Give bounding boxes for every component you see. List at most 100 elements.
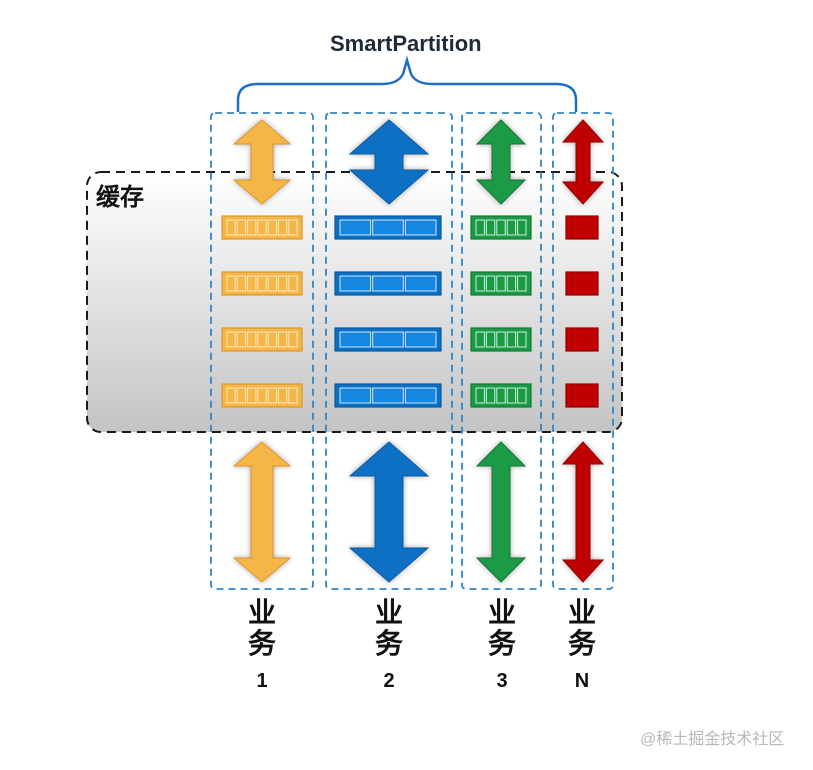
partition-2-cache-slot [339,331,372,348]
partition-1-lower-arrow [232,441,292,583]
partition-2-lower-arrow [348,441,430,583]
partition-1-cache-slot [257,219,267,236]
partition-3-cache-row [470,383,532,408]
partition-1-cache-slot [247,275,257,292]
partition-3-cache-slot [496,387,506,404]
partition-1-cache-slot [257,331,267,348]
partition-2-cache-row [334,215,442,240]
service-number-2: 2 [383,670,395,692]
partition-2-cache-slot [372,387,404,404]
partition-1-cache-slot [257,387,267,404]
service-number-1: 1 [256,670,268,692]
partition-3-cache-slot [506,331,517,348]
service-label-1: 业 务 [244,597,280,660]
watermark: @稀土掘金技术社区 [640,731,785,748]
partition-1-cache-slot [236,387,247,404]
partition-3-cache-slot [517,275,527,292]
partition-2-cache-slot [339,275,372,292]
partition-3-cache-row [470,215,532,240]
partition-2-cache-row [334,271,442,296]
partition-n-cache-block [565,327,599,352]
partition-1-cache-slot [226,387,236,404]
partition-n-cache-block [565,383,599,408]
service-label-char-2: 务 [487,628,516,660]
partition-n-cache-block [565,271,599,296]
partition-1-cache-slot [288,219,298,236]
partition-1-cache-slot [288,387,298,404]
partition-3-cache-slot [485,387,496,404]
partition-3-cache-slot [475,275,485,292]
partition-n-cache-row [565,383,599,408]
partition-2-cache-slot [339,387,372,404]
partition-1-cache-slot [236,275,247,292]
partition-3-cache-slot [485,331,496,348]
partition-column-n [552,112,614,590]
partition-3-cache-slot [506,275,517,292]
partition-1-upper-arrow [232,119,292,205]
partition-1-cache-slot [247,219,257,236]
partition-2-cache-slot [404,331,437,348]
service-label-char-2: 务 [247,628,276,660]
partition-3-cache-row [470,327,532,352]
partition-1-cache-slot [277,331,288,348]
partition-n-cache-row [565,271,599,296]
partition-3-cache-slot [517,387,527,404]
partition-3-cache-row [470,271,532,296]
service-label-char-2: 务 [374,628,403,660]
service-label-char-1: 业 [567,597,596,628]
partition-1-cache-slot [288,331,298,348]
service-label-n: 业 务 [564,597,600,660]
partition-n-cache-row [565,327,599,352]
smartpartition-brace [236,55,578,112]
service-number-n: N [574,670,590,692]
partition-1-cache-slot [226,331,236,348]
partition-1-cache-slot [267,275,277,292]
smartpartition-title: SmartPartition [330,31,482,56]
partition-3-cache-slot [485,219,496,236]
service-label-3: 业 务 [484,597,520,660]
partition-1-cache-slot [277,219,288,236]
partition-1-cache-slot [247,331,257,348]
partition-n-lower-arrow [561,441,605,583]
partition-3-cache-slot [496,331,506,348]
partition-3-upper-arrow [475,119,527,205]
partition-1-cache-row [221,271,303,296]
partition-1-cache-slot [226,275,236,292]
partition-1-cache-row [221,383,303,408]
partition-n-cache-block [565,215,599,240]
partition-2-cache-slot [372,331,404,348]
partition-1-cache-slot [267,331,277,348]
partition-1-cache-slot [236,219,247,236]
partition-3-cache-slot [517,331,527,348]
partition-3-cache-slot [506,219,517,236]
partition-n-upper-arrow [561,119,605,205]
partition-3-lower-arrow [475,441,527,583]
partition-2-cache-slot [404,387,437,404]
partition-2-cache-slot [404,219,437,236]
partition-1-cache-row [221,215,303,240]
partition-2-cache-row [334,383,442,408]
partition-1-cache-row [221,327,303,352]
partition-2-upper-arrow [348,119,430,205]
partition-3-cache-slot [475,219,485,236]
service-label-char-1: 业 [247,597,276,628]
partition-1-cache-slot [267,387,277,404]
service-label-char-1: 业 [374,597,403,628]
service-label-char-1: 业 [487,597,516,628]
partition-1-cache-slot [267,219,277,236]
cache-label: 缓存 [96,184,144,211]
partition-3-cache-slot [496,275,506,292]
partition-1-cache-slot [277,275,288,292]
partition-2-cache-slot [372,275,404,292]
partition-2-cache-slot [339,219,372,236]
service-label-char-2: 务 [567,628,596,660]
service-label-2: 业 务 [371,597,407,660]
service-number-3: 3 [496,670,508,692]
partition-3-cache-slot [517,219,527,236]
partition-1-cache-slot [288,275,298,292]
partition-3-cache-slot [475,331,485,348]
partition-1-cache-slot [257,275,267,292]
partition-3-cache-slot [485,275,496,292]
